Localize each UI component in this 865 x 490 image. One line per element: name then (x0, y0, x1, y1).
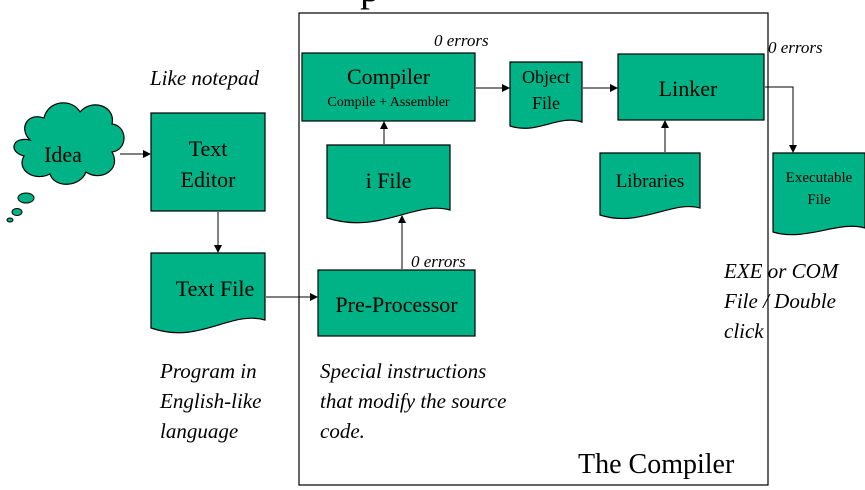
libraries-label: Libraries (615, 171, 685, 192)
libraries-box (599, 152, 701, 220)
exe-note-line3: click (724, 319, 764, 343)
compiler-box (301, 52, 476, 122)
like-notepad-note: Like notepad (150, 66, 260, 90)
text-file-box (150, 252, 266, 334)
text-editor-box (150, 112, 266, 212)
executable-label-line2: File (807, 192, 831, 208)
arrow-linker-to-executable (765, 86, 797, 153)
idea-cloud (6, 102, 125, 223)
preprocessor-errors-note: 0 errors (411, 252, 466, 271)
text-editor-label-line1: Text (188, 136, 228, 161)
special-note-line1: Special instructions (320, 359, 487, 383)
program-note-line3: language (160, 419, 239, 443)
object-file-label-line2: File (531, 93, 560, 113)
exe-note-line1: EXE or COM (724, 259, 839, 283)
object-file-box (509, 61, 583, 129)
text-file-label: Text File (175, 276, 255, 301)
compiler-frame-label: The Compiler (578, 449, 735, 480)
title-fragment: p (360, 0, 380, 8)
compiler-errors-note: 0 errors (434, 31, 489, 50)
text-editor-label-line2: Editor (180, 167, 236, 192)
pre-processor-box (317, 269, 476, 337)
linker-box (617, 53, 765, 121)
pre-processor-label: Pre-Processor (335, 292, 458, 317)
program-note-line1: Program in (160, 359, 257, 383)
program-note-line2: English-like (160, 389, 262, 413)
i-file-label: i File (365, 168, 412, 193)
linker-errors-note: 0 errors (768, 38, 823, 57)
executable-label-line1: Executable (785, 170, 853, 186)
idea-label: Idea (44, 142, 82, 167)
compiler-frame (298, 12, 769, 486)
compiler-label: Compiler (346, 64, 431, 89)
special-note-line2: that modify the source (320, 389, 507, 413)
exe-note-line2: File / Double (724, 289, 836, 313)
object-file-label-line1: Object (522, 67, 570, 87)
compiler-sublabel: Compile + Assembler (327, 95, 450, 110)
special-note-line3: code. (320, 419, 365, 443)
linker-label: Linker (658, 76, 718, 101)
